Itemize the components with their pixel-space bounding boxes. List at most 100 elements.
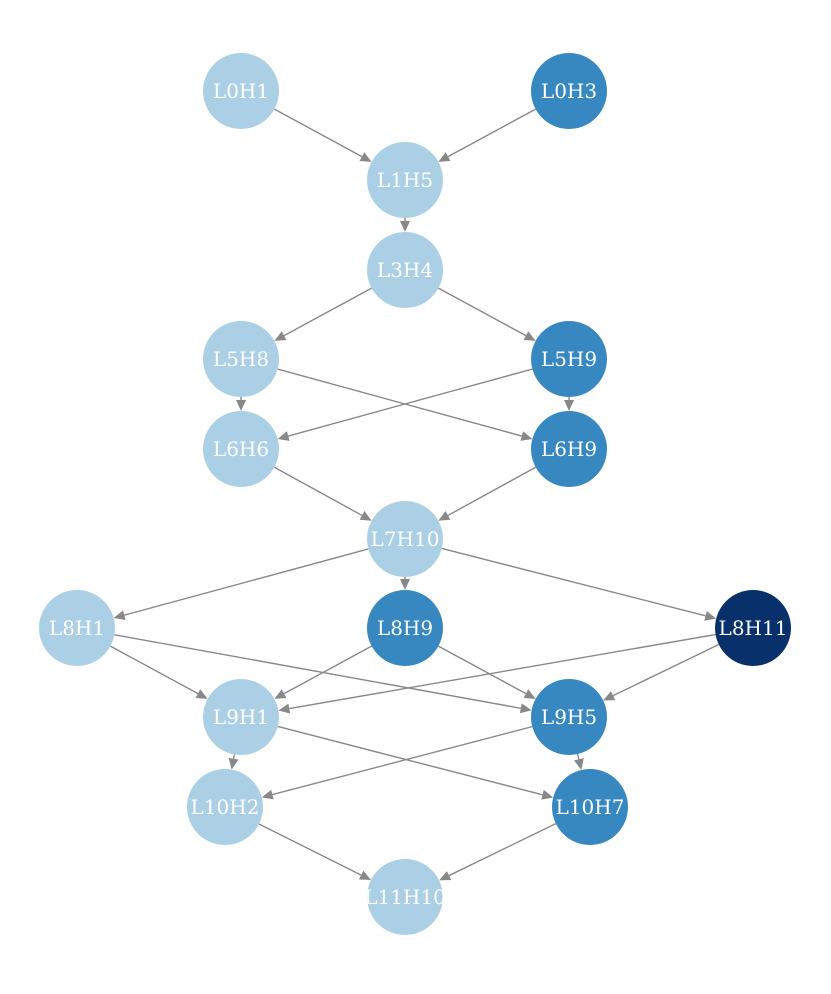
node-circle bbox=[531, 53, 607, 129]
edge-line bbox=[283, 645, 372, 695]
arrowhead bbox=[359, 152, 372, 162]
arrowhead bbox=[228, 757, 239, 770]
edge-L8H11-to-L9H1 bbox=[278, 633, 716, 714]
edge-L9H1-to-L10H2 bbox=[228, 754, 239, 770]
edge-L5H9-to-L6H9 bbox=[564, 397, 574, 411]
edge-line bbox=[447, 466, 537, 517]
edge-L5H8-to-L6H9 bbox=[277, 368, 533, 441]
node-L6H9: L6H9 bbox=[531, 411, 607, 487]
edge-line bbox=[289, 633, 716, 710]
arrowhead bbox=[113, 610, 126, 620]
edge-line bbox=[438, 287, 527, 337]
arrowhead bbox=[523, 689, 536, 699]
edge-L0H1-to-L1H5 bbox=[274, 108, 372, 162]
edge-line bbox=[273, 466, 363, 517]
node-L8H1: L8H1 bbox=[39, 590, 115, 666]
node-label: L7H10 bbox=[371, 527, 440, 551]
edge-L5H9-to-L6H6 bbox=[277, 368, 533, 441]
edge-line bbox=[441, 547, 706, 617]
node-L10H2: L10H2 bbox=[187, 769, 263, 845]
node-circle bbox=[203, 321, 279, 397]
node-circle bbox=[531, 321, 607, 397]
node-circle bbox=[203, 53, 279, 129]
node-circle bbox=[367, 590, 443, 666]
node-label: L8H9 bbox=[377, 616, 433, 640]
node-L9H1: L9H1 bbox=[203, 679, 279, 755]
node-L5H8: L5H8 bbox=[203, 321, 279, 397]
edge-line bbox=[277, 725, 543, 796]
arrowhead bbox=[439, 871, 452, 881]
edge-L0H3-to-L1H5 bbox=[438, 108, 536, 162]
node-label: L9H1 bbox=[213, 705, 269, 729]
node-label: L6H9 bbox=[541, 437, 597, 461]
edge-line bbox=[277, 368, 522, 437]
arrowhead bbox=[278, 703, 291, 714]
node-label: L5H8 bbox=[213, 347, 269, 371]
edge-L6H6-to-L7H10 bbox=[273, 466, 372, 521]
edge-L9H1-to-L10H7 bbox=[277, 725, 554, 800]
arrowhead bbox=[541, 789, 554, 800]
arrowhead bbox=[438, 511, 451, 521]
edge-L8H9-to-L9H5 bbox=[438, 645, 536, 699]
node-L7H10: L7H10 bbox=[367, 501, 443, 577]
edge-line bbox=[288, 368, 533, 437]
arrowhead bbox=[603, 691, 616, 701]
edge-L10H2-to-L11H10 bbox=[258, 823, 372, 881]
node-label: L5H9 bbox=[541, 347, 597, 371]
node-L1H5: L1H5 bbox=[367, 142, 443, 218]
arrowhead bbox=[438, 152, 451, 162]
node-L3H4: L3H4 bbox=[367, 232, 443, 308]
edge-L7H10-to-L8H9 bbox=[400, 577, 410, 590]
node-L10H7: L10H7 bbox=[552, 769, 628, 845]
node-circle bbox=[531, 411, 607, 487]
edge-line bbox=[110, 645, 199, 695]
edge-L8H1-to-L9H5 bbox=[114, 634, 532, 714]
arrowhead bbox=[704, 611, 717, 621]
node-circle bbox=[203, 679, 279, 755]
node-label: L11H10 bbox=[364, 885, 446, 909]
edge-L10H7-to-L11H10 bbox=[439, 822, 557, 881]
arrowhead bbox=[274, 689, 287, 699]
arrowhead bbox=[519, 703, 532, 714]
node-circle bbox=[187, 769, 263, 845]
node-circle bbox=[367, 859, 443, 935]
edge-L1H5-to-L3H4 bbox=[400, 218, 410, 232]
edge-L9H5-to-L10H7 bbox=[573, 753, 584, 770]
node-label: L3H4 bbox=[377, 258, 433, 282]
edge-L9H5-to-L10H2 bbox=[261, 725, 533, 800]
node-circle bbox=[552, 769, 628, 845]
arrowhead bbox=[564, 400, 574, 411]
edge-line bbox=[283, 287, 372, 337]
edge-L8H1-to-L9H1 bbox=[110, 645, 208, 699]
arrowhead bbox=[236, 400, 246, 411]
edge-line bbox=[232, 754, 236, 759]
edge-line bbox=[114, 634, 521, 709]
edge-L7H10-to-L8H1 bbox=[113, 548, 369, 620]
arrowhead bbox=[400, 579, 410, 590]
node-L11H10: L11H10 bbox=[364, 859, 446, 935]
node-L8H9: L8H9 bbox=[367, 590, 443, 666]
node-label: L10H7 bbox=[556, 795, 625, 819]
node-L8H11: L8H11 bbox=[715, 590, 791, 666]
edge-line bbox=[576, 753, 580, 760]
edge-line bbox=[124, 548, 369, 616]
node-label: L0H1 bbox=[213, 79, 269, 103]
node-L6H6: L6H6 bbox=[203, 411, 279, 487]
edge-L7H10-to-L8H11 bbox=[441, 547, 717, 621]
node-label: L9H5 bbox=[541, 705, 597, 729]
node-label: L8H1 bbox=[49, 616, 105, 640]
node-L9H5: L9H5 bbox=[531, 679, 607, 755]
node-circle bbox=[367, 142, 443, 218]
edge-line bbox=[274, 108, 363, 158]
arrowhead bbox=[400, 221, 410, 232]
node-circle bbox=[367, 232, 443, 308]
arrowhead bbox=[358, 870, 372, 881]
arrowhead bbox=[261, 789, 274, 800]
node-label: L8H11 bbox=[719, 616, 788, 640]
node-label: L0H3 bbox=[541, 79, 597, 103]
edge-line bbox=[447, 108, 536, 158]
arrowhead bbox=[523, 331, 536, 341]
node-label: L10H2 bbox=[191, 795, 260, 819]
